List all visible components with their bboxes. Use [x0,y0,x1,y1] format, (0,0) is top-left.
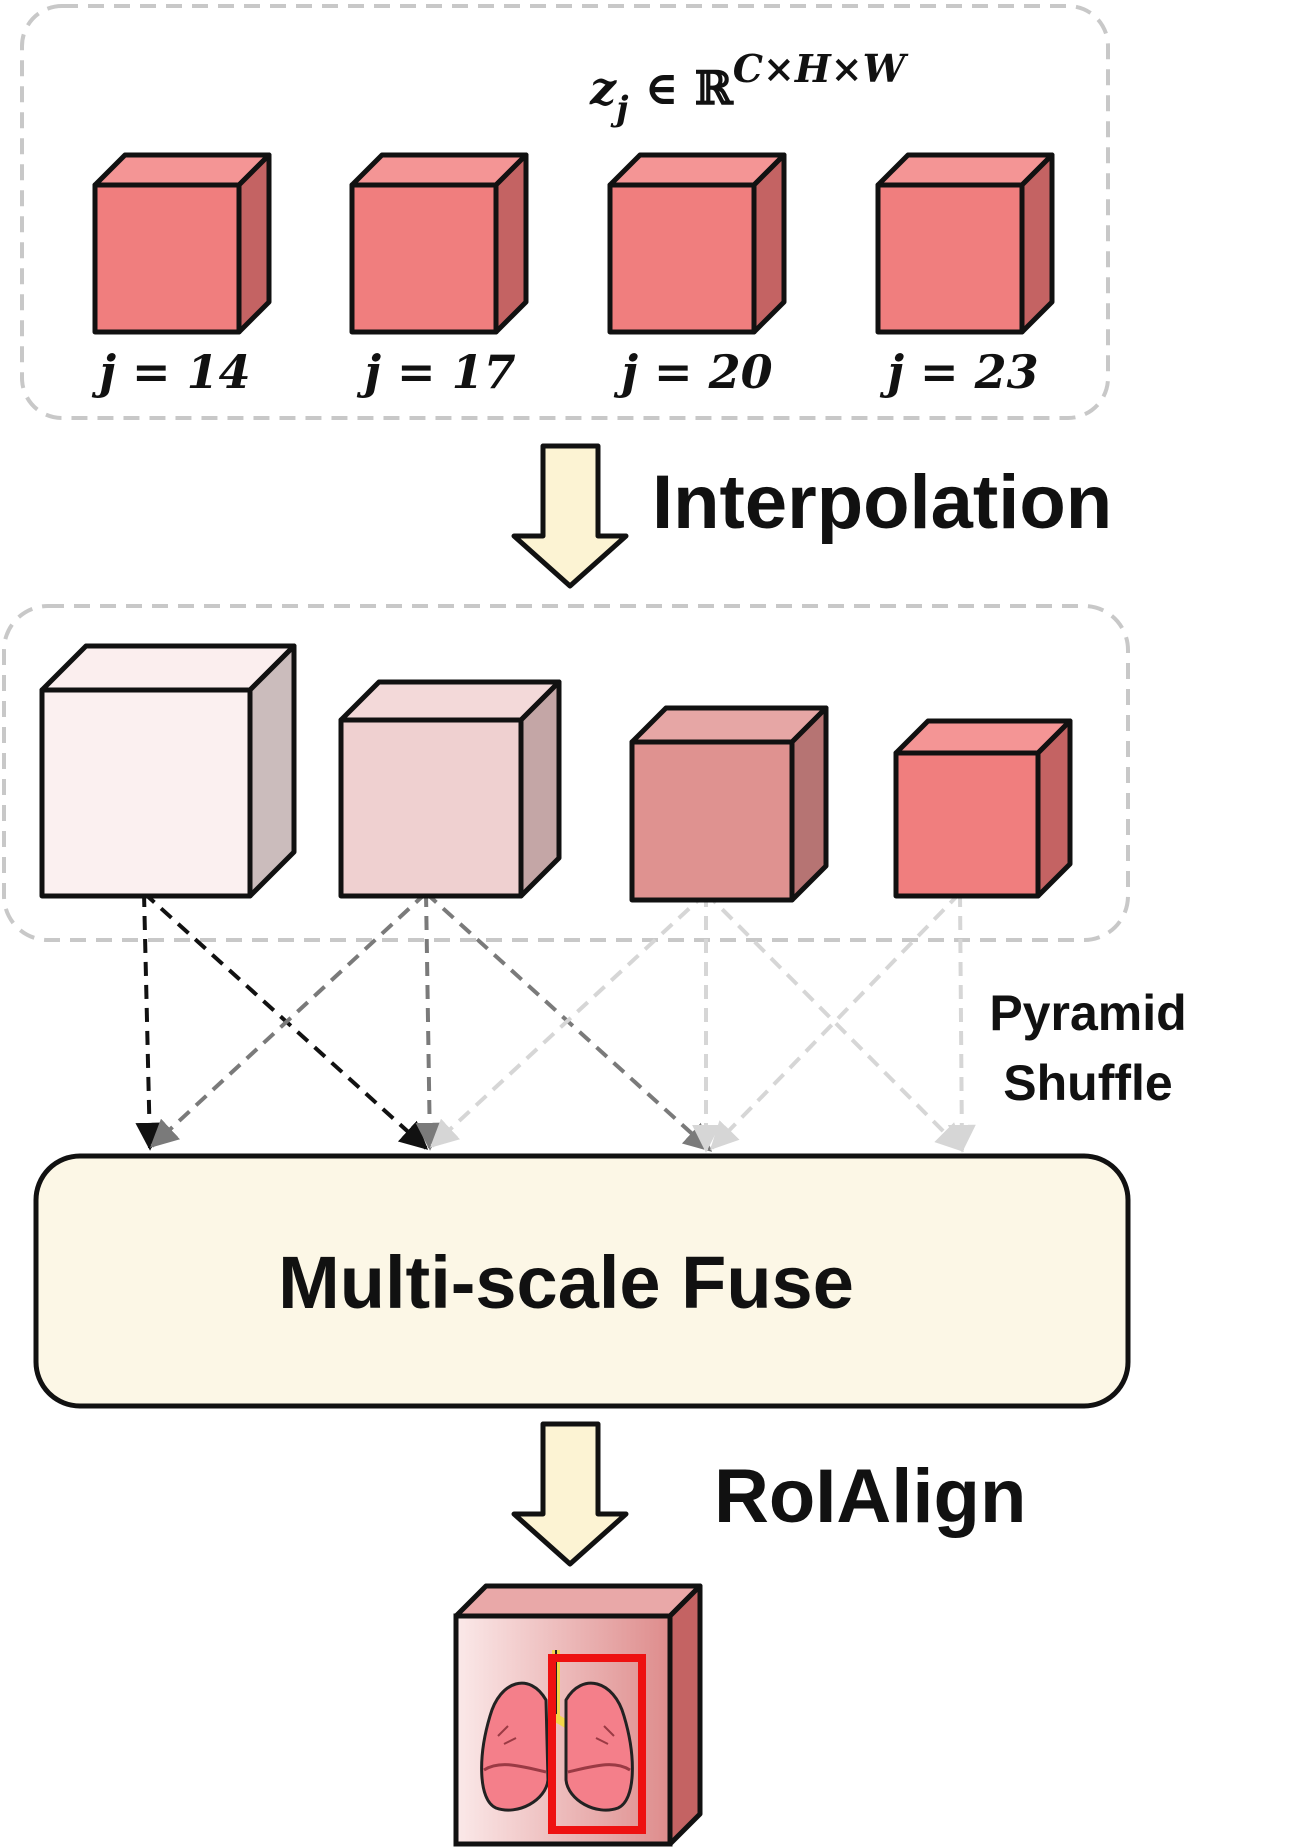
feature-cube-4-front [875,182,1025,335]
j-label-20: j = 20 [613,345,772,399]
feature-cube-4 [875,152,1055,335]
roi-cube-top [453,1583,703,1619]
shuffle-arrows [135,891,976,1153]
pyramid-cube-3 [629,705,829,903]
arrow-c3-to-in4 [704,891,964,1152]
feature-cube-2-front [349,182,499,335]
arrow-c4-to-in3 [710,891,962,1151]
j-label-17: j = 17 [356,345,515,399]
arrow-c1-to-in1 [135,892,164,1151]
pyramid-cube-4-side [1035,718,1073,899]
arrow-c3-to-in2 [429,891,708,1148]
arrow-c2-to-in2 [415,892,444,1151]
interpolation-arrow-icon [511,443,629,589]
arrow-c2-to-in1 [149,891,428,1148]
feature-cube-4-side [1019,152,1055,335]
pyramid-cube-4 [893,718,1073,899]
roialign-label: RoIAlign [714,1454,1026,1539]
interpolation-label: Interpolation [652,460,1112,545]
j-label-14: j = 14 [91,345,250,399]
multi-scale-fuse-label: Multi-scale Fuse [278,1241,854,1324]
arrow-c4-to-in4 [947,892,976,1153]
multi-scale-fuse-box [33,1153,1131,1409]
j-label-23: j = 23 [879,345,1038,399]
roialign-arrow-icon [511,1421,629,1567]
pyramid-cube-1-front [39,687,253,899]
top-group-border [20,4,1110,420]
lungs-icon [480,1650,634,1812]
feature-cube-1-side [236,152,272,335]
feature-formula: zj ∈ ℝC×H×W [589,46,909,129]
feature-cube-2 [349,152,529,335]
pyramid-cube-1 [39,643,297,899]
pyramid-cube-2-side [518,679,562,899]
pyramid-cubes [39,643,1073,903]
pyramid-cube-3-front [629,739,795,903]
pyramid-cube-2 [338,679,562,899]
feature-cube-3-front [607,182,757,335]
feature-cube-2-side [493,152,529,335]
roi-output-cube [453,1583,703,1847]
pyramid-cube-2-front [338,717,524,899]
roi-selection-box [548,1654,646,1834]
feature-cube-3 [607,152,787,335]
feature-cube-1 [92,152,272,335]
pyramid-cube-3-side [789,705,829,903]
feature-cube-3-side [751,152,787,335]
pyramid-cube-4-front [893,750,1041,899]
roi-cube-side [667,1583,703,1847]
pyramid-cube-1-side [247,643,297,899]
pyramid-shuffle-line1: Pyramid [989,985,1186,1041]
feature-cube-1-front [92,182,242,335]
pyramid-group-border [2,604,1130,942]
top-cubes [92,152,1055,335]
pyramid-shuffle-line2: Shuffle [1003,1055,1172,1111]
